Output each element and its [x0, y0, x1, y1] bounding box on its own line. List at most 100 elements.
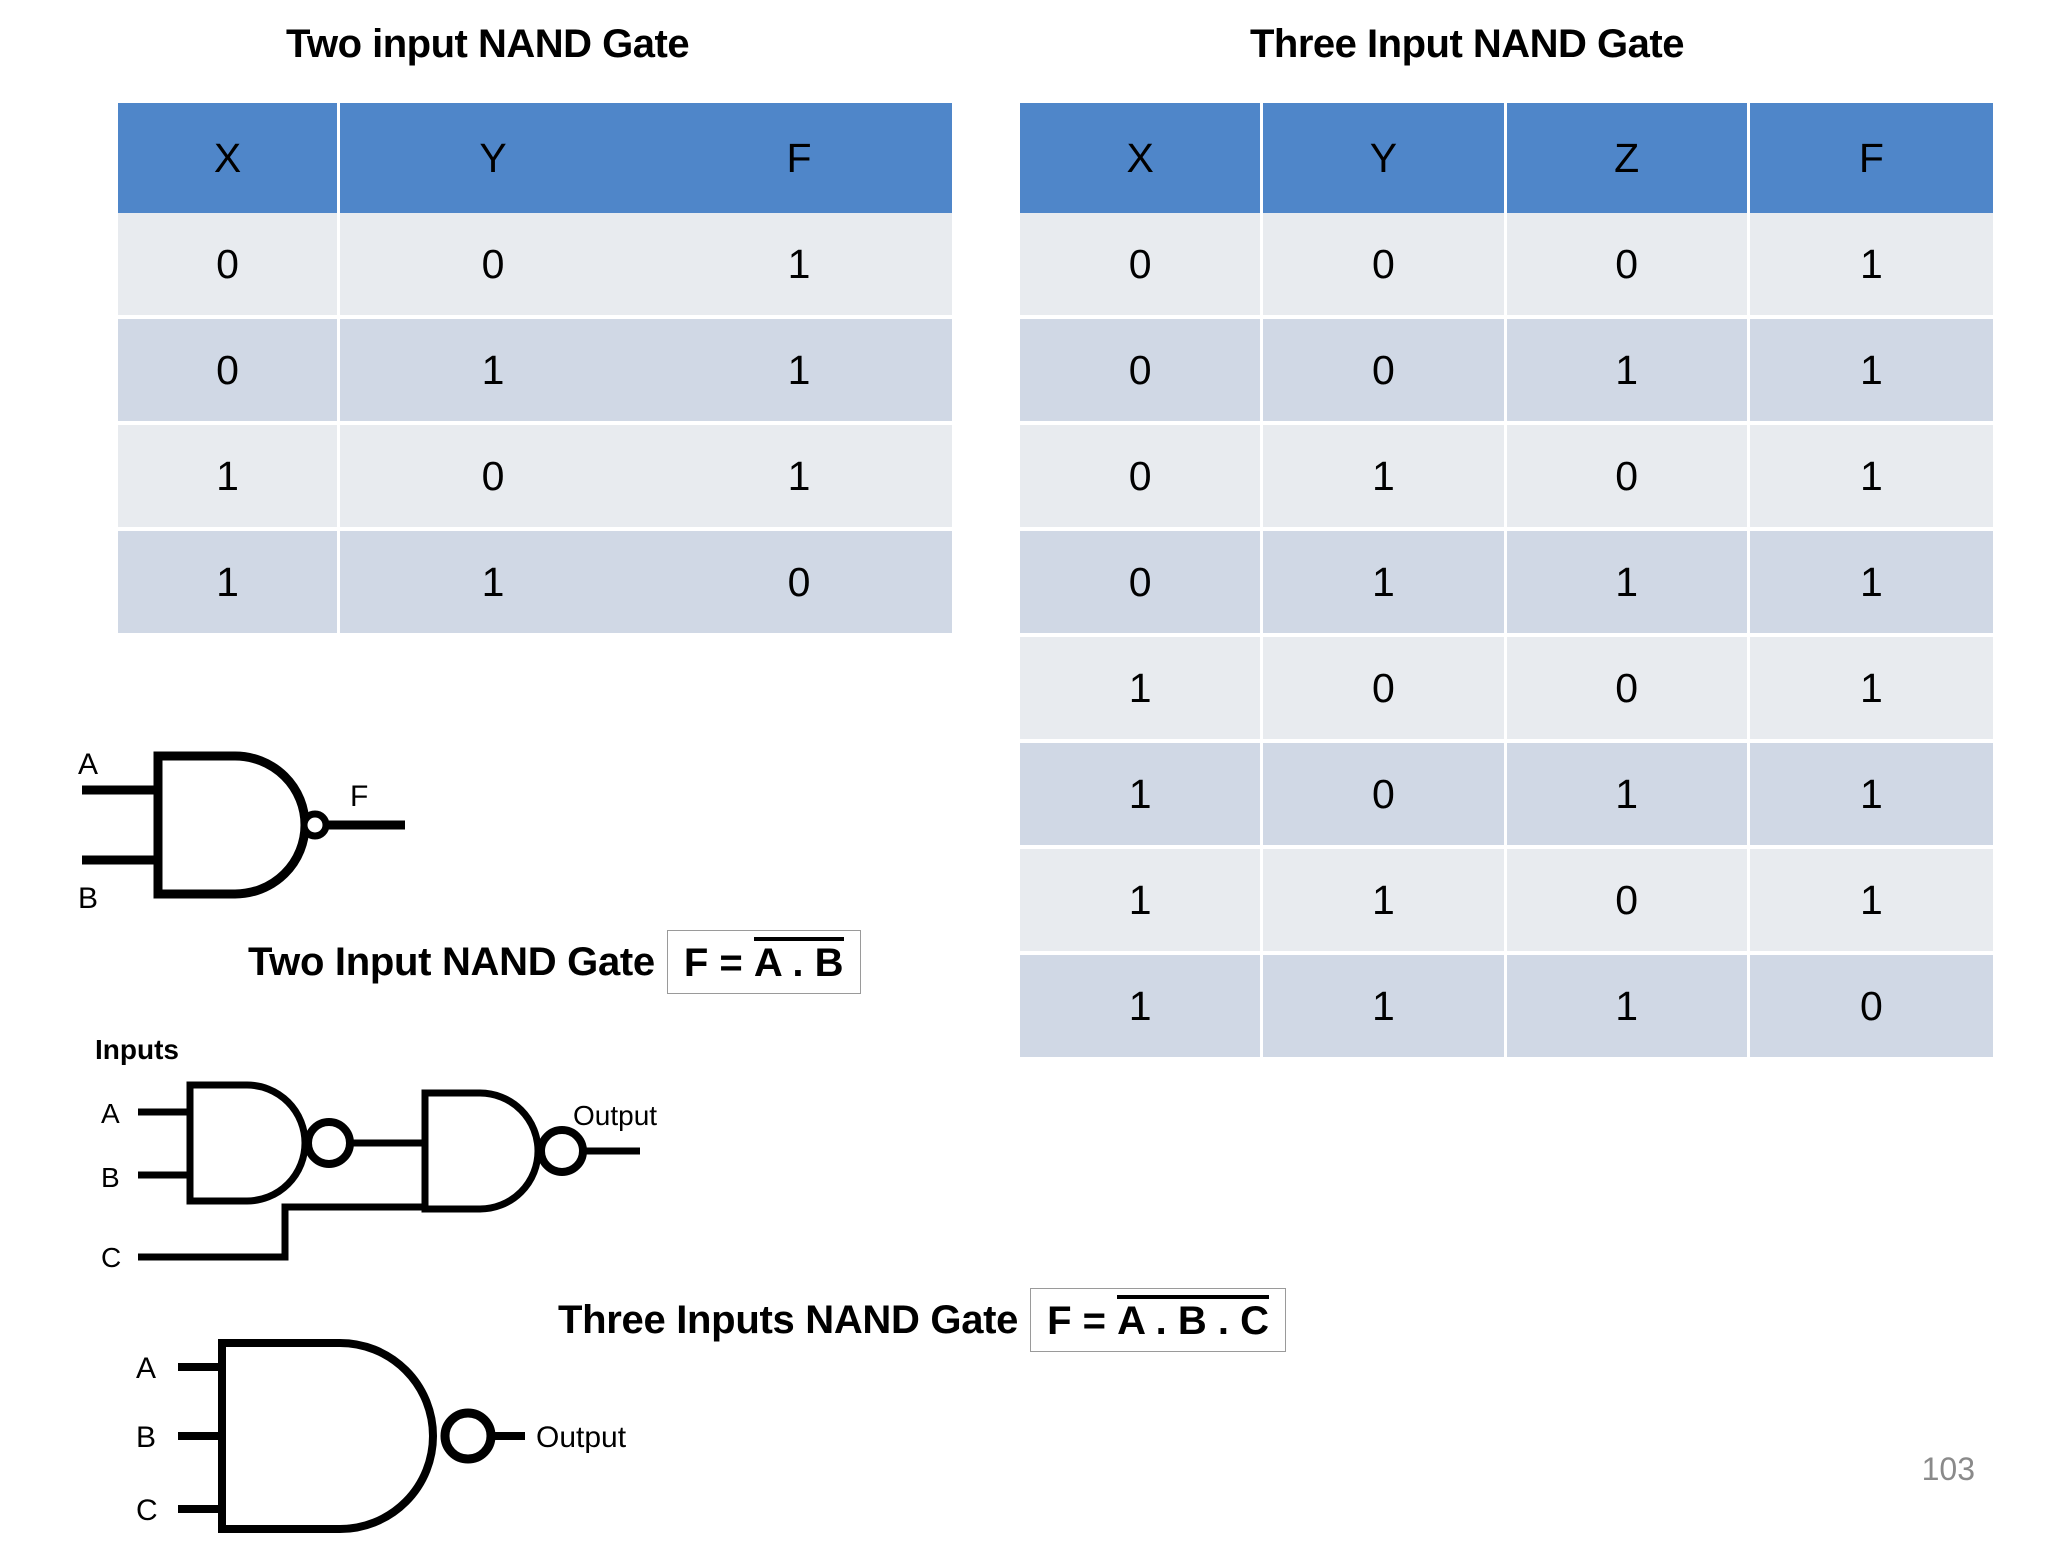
cell-z: 0: [1506, 425, 1750, 531]
three-input-nand-symbol-diagram: A B C Output: [100, 1325, 660, 1550]
table-row: 1 1 0: [118, 531, 952, 637]
column-header-f: F: [646, 103, 952, 213]
label-input-b: B: [101, 1162, 120, 1193]
table-row: 0 0 1: [118, 213, 952, 319]
cell-f: 1: [646, 319, 952, 425]
cell-z: 0: [1506, 213, 1750, 319]
page-title-three-input: Three Input NAND Gate: [1250, 22, 1684, 66]
page-number: 103: [1921, 1451, 1975, 1487]
gate1-inversion-bubble-icon: [304, 1118, 354, 1168]
column-header-f: F: [1749, 103, 1993, 213]
cell-f: 1: [1749, 213, 1993, 319]
label-input-b: B: [136, 1421, 156, 1454]
table-row: 1 1 0 1: [1020, 849, 1993, 955]
input-wire-c: [138, 1203, 425, 1261]
label-input-c: C: [136, 1494, 158, 1527]
cell-f: 0: [1749, 955, 1993, 1061]
table-row: 1 0 0 1: [1020, 637, 1993, 743]
cell-z: 1: [1506, 531, 1750, 637]
table-row: 1 1 1 0: [1020, 955, 1993, 1061]
label-output-f: F: [350, 780, 368, 813]
table-row: 0 0 0 1: [1020, 213, 1993, 319]
formula-prefix-three-input: F =: [1047, 1299, 1118, 1343]
column-header-x: X: [1020, 103, 1264, 213]
formula-box-three-input: F = A . B . C: [1030, 1288, 1287, 1352]
caption-label-three-input: Three Inputs NAND Gate: [558, 1297, 1019, 1342]
formula-expression-two-input: A . B: [753, 937, 844, 983]
nand-gate-cascade-icon: Inputs A B C Output: [95, 1034, 657, 1273]
cell-y: 1: [340, 319, 646, 425]
table-row: 1 0 1: [118, 425, 952, 531]
label-output: Output: [573, 1100, 657, 1131]
cell-x: 0: [1020, 425, 1264, 531]
cell-x: 0: [1020, 319, 1264, 425]
column-header-x: X: [118, 103, 340, 213]
cell-x: 0: [1020, 531, 1264, 637]
cell-y: 0: [1263, 637, 1507, 743]
cell-y: 1: [1263, 955, 1507, 1061]
cell-x: 0: [118, 213, 340, 319]
table-row: 0 1 0 1: [1020, 425, 1993, 531]
inversion-bubble-icon: [440, 1408, 496, 1464]
label-inputs-group: Inputs: [95, 1035, 179, 1065]
label-input-c: C: [101, 1242, 121, 1273]
truth-table-three-input: X Y Z F 0 0 0 1 0 0 1 1 0 1 0 1 0 1 1 1: [1020, 103, 1993, 1061]
formula-box-two-input: F = A . B: [666, 930, 861, 994]
cell-x: 1: [1020, 743, 1264, 849]
table-row: 0 0 1 1: [1020, 319, 1993, 425]
cell-y: 0: [1263, 319, 1507, 425]
three-input-nand-composed-diagram: Inputs A B C Output: [95, 1034, 795, 1305]
cell-y: 1: [1263, 425, 1507, 531]
cell-z: 1: [1506, 955, 1750, 1061]
caption-two-input-nand: Two Input NAND Gate F = A . B: [248, 930, 861, 994]
table-row: 0 1 1: [118, 319, 952, 425]
table-header-row: X Y Z F: [1020, 103, 1993, 213]
cell-y: 0: [340, 213, 646, 319]
inversion-bubble-icon: [300, 810, 330, 840]
column-header-y: Y: [1263, 103, 1507, 213]
cell-x: 1: [118, 425, 340, 531]
formula-expression-three-input: A . B . C: [1117, 1295, 1270, 1341]
cell-f: 1: [646, 213, 952, 319]
cell-z: 0: [1506, 637, 1750, 743]
cell-z: 1: [1506, 319, 1750, 425]
cell-f: 1: [1749, 743, 1993, 849]
gate-body-shape: [218, 1339, 437, 1533]
label-input-b: B: [78, 882, 98, 913]
cell-f: 1: [646, 425, 952, 531]
page-title-two-input: Two input NAND Gate: [286, 22, 690, 66]
gate-body-shape: [153, 751, 310, 899]
nand-gate-symbol-icon: A B F: [78, 748, 405, 915]
column-header-y: Y: [340, 103, 646, 213]
label-input-a: A: [78, 748, 98, 781]
cell-f: 1: [1749, 637, 1993, 743]
formula-prefix-two-input: F =: [683, 941, 754, 985]
gate2-inversion-bubble-icon: [537, 1126, 587, 1176]
cell-y: 0: [1263, 213, 1507, 319]
cell-y: 1: [1263, 849, 1507, 955]
cell-f: 1: [1749, 849, 1993, 955]
cell-x: 0: [118, 319, 340, 425]
cell-y: 1: [340, 531, 646, 637]
cell-y: 0: [1263, 743, 1507, 849]
cell-x: 1: [1020, 637, 1264, 743]
cell-y: 0: [340, 425, 646, 531]
table-row: 0 1 1 1: [1020, 531, 1993, 637]
table-header-row: X Y F: [118, 103, 952, 213]
cell-x: 1: [1020, 849, 1264, 955]
gate2-body-shape: [421, 1089, 542, 1213]
caption-three-input-nand: Three Inputs NAND Gate F = A . B . C: [558, 1288, 1287, 1352]
cell-f: 0: [646, 531, 952, 637]
cell-x: 1: [1020, 955, 1264, 1061]
caption-label-two-input: Two Input NAND Gate: [248, 939, 655, 984]
two-input-nand-gate-diagram: A B F: [60, 738, 420, 918]
label-output: Output: [536, 1421, 627, 1454]
gate1-body-shape: [186, 1081, 309, 1205]
truth-table-two-input: X Y F 0 0 1 0 1 1 1 0 1 1 1 0: [118, 103, 952, 637]
cell-x: 0: [1020, 213, 1264, 319]
cell-z: 1: [1506, 743, 1750, 849]
cell-y: 1: [1263, 531, 1507, 637]
cell-f: 1: [1749, 425, 1993, 531]
table-row: 1 0 1 1: [1020, 743, 1993, 849]
cell-f: 1: [1749, 319, 1993, 425]
